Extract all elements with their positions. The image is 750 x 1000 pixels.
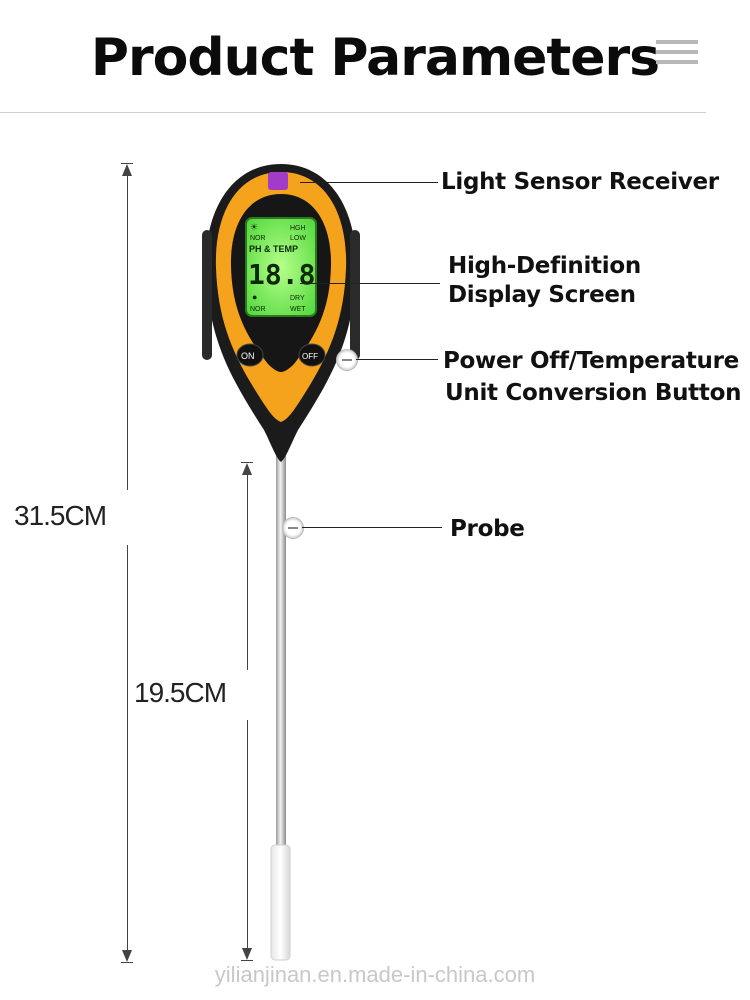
svg-text:ON: ON bbox=[241, 351, 255, 361]
callout-display-line1: High-Definition bbox=[448, 253, 641, 279]
lcd-drop-icon: ● bbox=[252, 292, 257, 302]
lcd-dry: DRY bbox=[290, 295, 305, 302]
lcd-nor-top: NOR bbox=[250, 235, 266, 242]
probe-tip bbox=[270, 844, 291, 961]
callout-power-line1: Power Off/Temperature bbox=[443, 348, 739, 374]
lcd-low: LOW bbox=[290, 235, 306, 242]
lcd-sun-icon: ☀ bbox=[250, 222, 258, 232]
on-button bbox=[236, 343, 264, 367]
light-sensor bbox=[268, 172, 288, 190]
probe-rod bbox=[276, 450, 286, 850]
watermark: yilianjinan.en.made-in-china.com bbox=[214, 962, 536, 987]
lcd-hgh: HGH bbox=[290, 225, 306, 232]
probe-pointer-dot bbox=[282, 517, 304, 539]
menu-icon[interactable] bbox=[656, 40, 698, 66]
callout-light-sensor-label: Light Sensor Receiver bbox=[441, 169, 719, 195]
probe-length-label: 19.5CM bbox=[134, 677, 227, 708]
page-title: Product Parameters bbox=[90, 28, 660, 88]
callout-display-line2: Display Screen bbox=[448, 282, 636, 308]
lcd-wet: WET bbox=[290, 306, 306, 313]
lcd-mode: PH & TEMP bbox=[249, 244, 298, 254]
divider bbox=[0, 112, 706, 113]
callout-probe-label: Probe bbox=[450, 516, 525, 542]
lcd-screen bbox=[245, 217, 317, 317]
soil-meter-illustration: ☀ HGH NOR LOW PH & TEMP 18.8 ● DRY NOR W… bbox=[202, 164, 360, 961]
lcd-digits: 18.8 bbox=[248, 258, 315, 291]
lcd-nor-bottom: NOR bbox=[250, 306, 266, 313]
svg-text:OFF: OFF bbox=[302, 352, 318, 361]
off-button bbox=[298, 343, 326, 367]
callout-power-line2: Unit Conversion Button bbox=[445, 380, 742, 406]
power-pointer-dot bbox=[336, 349, 358, 371]
total-length-label: 31.5CM bbox=[14, 500, 107, 531]
